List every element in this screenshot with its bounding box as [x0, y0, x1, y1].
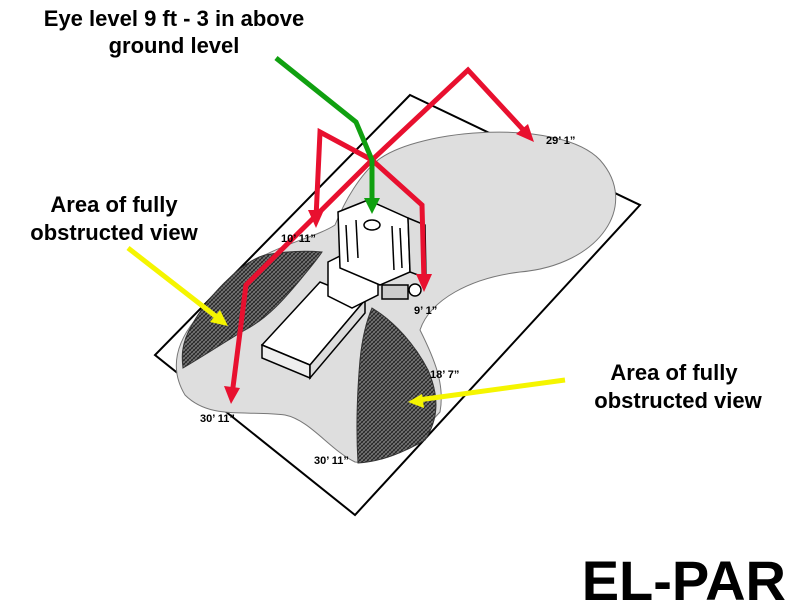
dimension-right-near: 9’ 1”	[414, 305, 437, 317]
dimension-left-lower: 30’ 11”	[200, 413, 235, 425]
dimension-right-mid: 18’ 7”	[430, 369, 459, 381]
dimension-bottom: 30’ 11”	[314, 455, 349, 467]
right-area-label-line2: obstructed view	[594, 388, 762, 413]
eye-level-label-line2: ground level	[109, 33, 240, 58]
sight-line-arrowheads	[224, 124, 534, 404]
sight-lines	[229, 66, 530, 396]
left-area-label-line1: Area of fully	[50, 192, 178, 217]
pointer-right	[408, 377, 566, 408]
right-area-label-line1: Area of fully	[610, 360, 738, 385]
brand-logo-text: EL-PAR	[582, 549, 786, 612]
left-area-label-line2: obstructed view	[30, 220, 198, 245]
dimension-far-right: 29’ 1”	[546, 135, 575, 147]
forklift	[260, 199, 427, 381]
eye-level-line	[274, 56, 380, 214]
eye-level-label-line1: Eye level 9 ft - 3 in above	[44, 6, 304, 31]
dimension-left-upper: 10’ 11”	[281, 233, 316, 245]
obstructed-area-right	[356, 307, 437, 464]
pointer-left	[126, 246, 228, 326]
